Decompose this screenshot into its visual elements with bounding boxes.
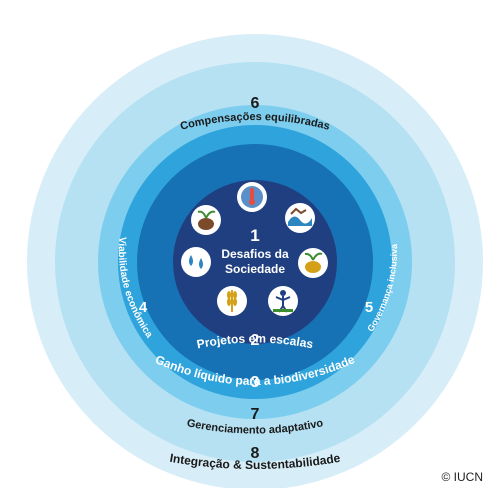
- ring-1-label-line2: Sociedade: [225, 262, 285, 276]
- ring-2-label-path: Projetos em escalas: [196, 331, 315, 351]
- ring-1-label-line1: Desafios da: [221, 247, 289, 261]
- ring-7-number: 7: [251, 406, 260, 423]
- ring-3-number: 3: [251, 374, 260, 391]
- ring-1-number: 1: [250, 226, 259, 245]
- ring-5-number: 5: [365, 299, 373, 316]
- ring-8-number: 8: [251, 445, 260, 462]
- ring-6-number: 6: [251, 95, 260, 112]
- ring-2-number: 2: [251, 332, 260, 349]
- ring-4-number: 4: [139, 299, 148, 316]
- agriculture-wheat-icon: [217, 286, 247, 316]
- human-health-icon: [268, 286, 298, 316]
- iucn-credit: © IUCN: [441, 470, 483, 484]
- ring-2-label: Projetos em escalas: [196, 331, 315, 351]
- food-security-icon: [298, 248, 328, 278]
- economic-development-icon: [191, 205, 221, 235]
- water-disaster-icon: [285, 203, 315, 233]
- water-drops-icon: [181, 247, 211, 277]
- climate-thermometer-icon: [237, 182, 267, 212]
